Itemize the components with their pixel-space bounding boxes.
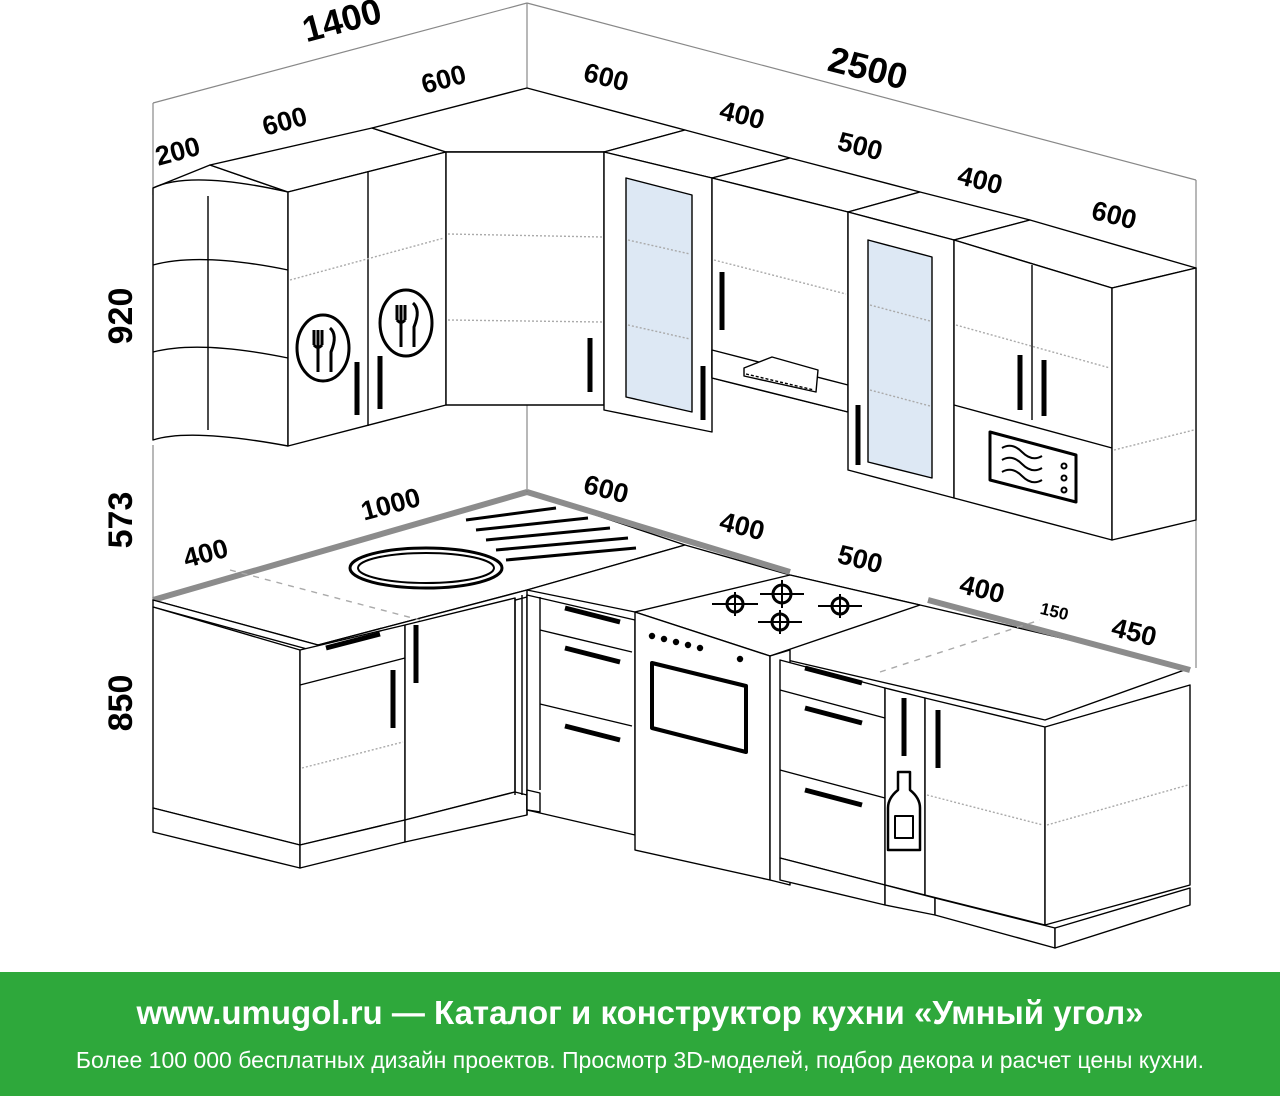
upper-hood-cabinet xyxy=(711,157,921,413)
dim-base-left-1000: 1000 xyxy=(358,482,424,527)
footer-banner: www.umugol.ru — Каталог и конструктор ку… xyxy=(0,972,1280,1096)
upper-left-cabinets xyxy=(152,127,447,447)
footer-title[interactable]: www.umugol.ru — Каталог и конструктор ку… xyxy=(136,994,1144,1031)
dim-height-base: 850 xyxy=(102,675,140,732)
dim-upper-500: 500 xyxy=(835,126,886,166)
dim-upper-400-b: 400 xyxy=(955,160,1006,200)
dim-upper-400-a: 400 xyxy=(717,95,768,135)
base-right-cabinet xyxy=(924,684,1191,949)
dim-height-gap: 573 xyxy=(102,492,140,549)
dim-upper-left-total: 1400 xyxy=(298,0,386,50)
dim-upper-corner-600: 600 xyxy=(581,57,632,97)
dim-base-corner-600: 600 xyxy=(581,469,632,509)
dim-upper-left-200: 200 xyxy=(152,131,203,172)
base-drawer-unit xyxy=(526,594,636,836)
upper-glass-cabinet-1 xyxy=(603,129,791,433)
dim-upper-right-total: 2500 xyxy=(824,38,912,97)
footer-subtitle: Более 100 000 бесплатных дизайн проектов… xyxy=(75,1047,1205,1073)
kitchen-diagram: 1400 2500 200 600 600 600 400 500 400 60… xyxy=(102,0,1197,949)
dim-base-400-b: 400 xyxy=(957,569,1008,609)
dim-upper-left-600-a: 600 xyxy=(259,101,310,142)
base-left-cabinets xyxy=(152,595,528,869)
dim-upper-left-600-b: 600 xyxy=(418,59,469,100)
base-right-drawers xyxy=(779,659,886,906)
dim-base-450: 450 xyxy=(1109,612,1160,652)
dim-base-left-400: 400 xyxy=(180,533,231,574)
dim-height-upper: 920 xyxy=(102,288,140,345)
dim-upper-600-end: 600 xyxy=(1089,195,1140,235)
upper-right-cabinet xyxy=(953,219,1197,541)
dim-base-500: 500 xyxy=(835,539,886,579)
dim-base-150: 150 xyxy=(1038,599,1070,624)
bottle-cabinet xyxy=(884,687,936,916)
dim-base-400-a: 400 xyxy=(717,506,768,546)
